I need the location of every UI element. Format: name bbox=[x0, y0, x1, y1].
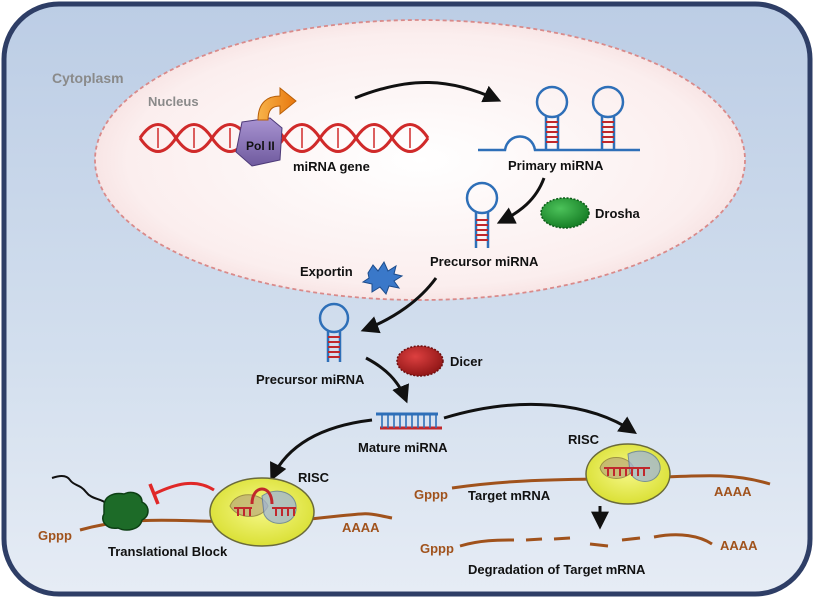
inhibition-line bbox=[153, 481, 215, 496]
precursor-mirna-nuclear-icon bbox=[465, 181, 499, 248]
aaaa-right-label: AAAA bbox=[714, 484, 752, 499]
arrow-nuclear-export bbox=[360, 277, 438, 334]
pol2-label: Pol II bbox=[246, 139, 275, 153]
ribosome-icon bbox=[102, 491, 149, 531]
aaaa-degraded-label: AAAA bbox=[720, 538, 758, 553]
primary-mirna-icon bbox=[478, 85, 640, 152]
drosha-label: Drosha bbox=[595, 206, 641, 221]
arrow-dicer-cleavage bbox=[365, 356, 410, 404]
polypeptide-chain bbox=[51, 475, 109, 506]
gppp-degraded-label: Gppp bbox=[420, 541, 454, 556]
exportin-label: Exportin bbox=[300, 264, 353, 279]
inhibition-bar-icon bbox=[148, 483, 160, 505]
gppp-right-label: Gppp bbox=[414, 487, 448, 502]
cytoplasm-label: Cytoplasm bbox=[52, 70, 124, 86]
precursor-mirna-nuclear-label: Precursor miRNA bbox=[430, 254, 539, 269]
target-mrna-label: Target mRNA bbox=[468, 488, 551, 503]
risc-left-label: RISC bbox=[298, 470, 330, 485]
risc-right-label: RISC bbox=[568, 432, 600, 447]
drosha-icon bbox=[540, 197, 590, 229]
precursor-mirna-cytoplasm-label: Precursor miRNA bbox=[256, 372, 365, 387]
nucleus-envelope bbox=[94, 19, 746, 301]
exportin-icon bbox=[361, 260, 404, 295]
arrow-drosha-cleavage bbox=[496, 177, 546, 224]
degraded-mrna-fragments bbox=[459, 533, 713, 548]
risc-left-mirna-loop bbox=[250, 487, 274, 505]
dicer-label: Dicer bbox=[450, 354, 483, 369]
arrow-transcription bbox=[354, 80, 502, 103]
risc-right-subunit bbox=[627, 450, 661, 482]
dicer-icon bbox=[396, 345, 444, 377]
primary-mirna-label: Primary miRNA bbox=[508, 158, 604, 173]
nucleus-label: Nucleus bbox=[148, 94, 199, 109]
arrow-to-degradation bbox=[443, 402, 637, 435]
gppp-left-label: Gppp bbox=[38, 528, 72, 543]
aaaa-left-label: AAAA bbox=[342, 520, 380, 535]
mature-mirna-label: Mature miRNA bbox=[358, 440, 448, 455]
translational-block-label: Translational Block bbox=[108, 544, 228, 559]
pol2-icon bbox=[235, 117, 283, 167]
risc-left-guide-strand bbox=[234, 507, 296, 516]
dna-helix bbox=[138, 123, 430, 153]
risc-right-guide-strand bbox=[604, 467, 650, 476]
mature-mirna-duplex-icon bbox=[376, 412, 442, 430]
precursor-mirna-cytoplasm-icon bbox=[318, 302, 350, 362]
arrow-to-translational-block bbox=[270, 418, 373, 482]
degradation-label: Degradation of Target mRNA bbox=[468, 562, 646, 577]
transcription-arrow-icon bbox=[257, 86, 297, 121]
mirna-gene-label: miRNA gene bbox=[293, 159, 370, 174]
